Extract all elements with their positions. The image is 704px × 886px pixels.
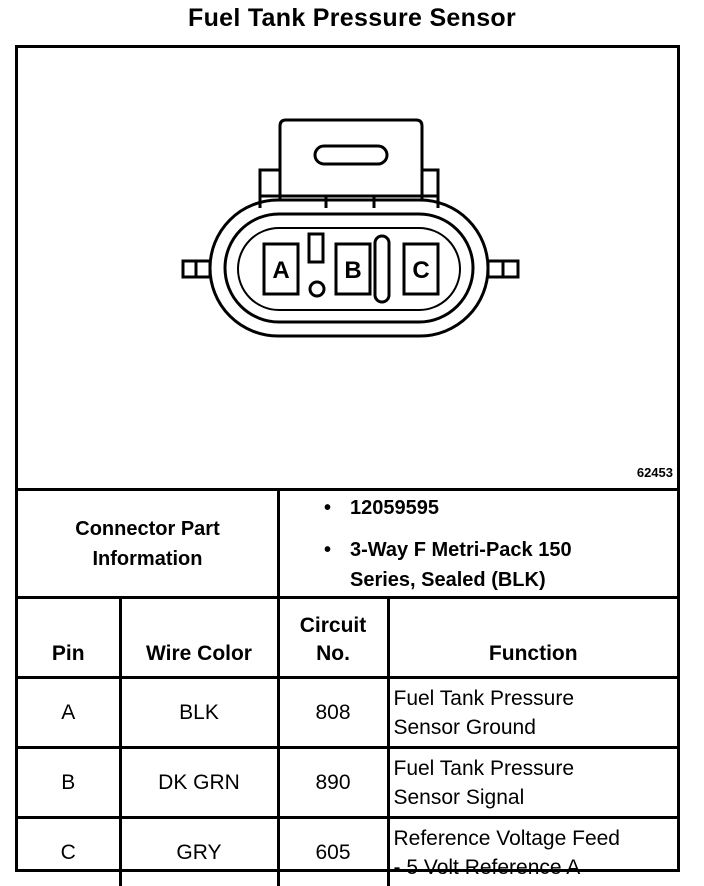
function-cell: Fuel Tank Pressure Sensor Ground <box>388 678 677 748</box>
latch-slot <box>315 146 387 164</box>
figure-number: 62453 <box>637 465 673 480</box>
polarizing-rib <box>375 236 389 302</box>
function-line2: Sensor Ground <box>394 716 536 739</box>
pinout-table: Pin Wire Color Circuit No. Function A BL… <box>18 596 677 886</box>
circuit-cell: 605 <box>278 818 388 886</box>
function-line1: Fuel Tank Pressure <box>394 757 575 780</box>
connector-type-line2: Series, Sealed (BLK) <box>350 565 546 595</box>
header-wire-color: Wire Color <box>120 598 278 678</box>
header-circuit: Circuit No. <box>278 598 388 678</box>
header-circuit-line2: No. <box>316 642 350 665</box>
connector-sheet: A B C 62453 Connector Part Information •… <box>15 45 680 872</box>
wire-color-cell: BLK <box>120 678 278 748</box>
connector-info-label-line1: Connector Part <box>75 514 219 544</box>
connector-info-list: • 12059595 • 3-Way F Metri-Pack 150 Seri… <box>280 491 677 596</box>
circuit-cell: 808 <box>278 678 388 748</box>
circuit-cell: 890 <box>278 748 388 818</box>
pin-cell: C <box>18 818 120 886</box>
header-pin: Pin <box>18 598 120 678</box>
connector-drawing: A B C <box>18 48 677 488</box>
table-row: B DK GRN 890 Fuel Tank Pressure Sensor S… <box>18 748 677 818</box>
connector-info-label-line2: Information <box>75 544 219 574</box>
connector-figure: A B C 62453 <box>18 48 677 488</box>
table-row: A BLK 808 Fuel Tank Pressure Sensor Grou… <box>18 678 677 748</box>
function-cell: Fuel Tank Pressure Sensor Signal <box>388 748 677 818</box>
locator-hole <box>310 282 324 296</box>
connector-type-line1: 3-Way F Metri-Pack 150 <box>350 535 572 565</box>
header-function: Function <box>388 598 677 678</box>
header-circuit-line1: Circuit <box>300 614 367 637</box>
key-slot <box>309 234 323 262</box>
bullet-icon: • <box>324 497 331 520</box>
function-line2: - 5 Volt Reference A <box>394 856 581 879</box>
table-row: C GRY 605 Reference Voltage Feed - 5 Vol… <box>18 818 677 886</box>
pin-label-c: C <box>412 257 429 284</box>
function-line1: Reference Voltage Feed <box>394 827 621 850</box>
bullet-icon: • <box>324 539 331 562</box>
function-line2: Sensor Signal <box>394 786 525 809</box>
connector-latch <box>280 120 422 200</box>
connector-info-label: Connector Part Information <box>18 491 280 596</box>
pin-cell: A <box>18 678 120 748</box>
pin-label-a: A <box>272 257 289 284</box>
connector-info-row: Connector Part Information • 12059595 • … <box>18 488 677 596</box>
page-title: Fuel Tank Pressure Sensor <box>0 4 704 33</box>
function-line1: Fuel Tank Pressure <box>394 687 575 710</box>
pin-cell: B <box>18 748 120 818</box>
wire-color-cell: DK GRN <box>120 748 278 818</box>
table-header-row: Pin Wire Color Circuit No. Function <box>18 598 677 678</box>
wire-color-cell: GRY <box>120 818 278 886</box>
function-cell: Reference Voltage Feed - 5 Volt Referenc… <box>388 818 677 886</box>
part-number: 12059595 <box>350 493 439 523</box>
latch-base <box>260 170 438 208</box>
pin-label-b: B <box>344 257 361 284</box>
